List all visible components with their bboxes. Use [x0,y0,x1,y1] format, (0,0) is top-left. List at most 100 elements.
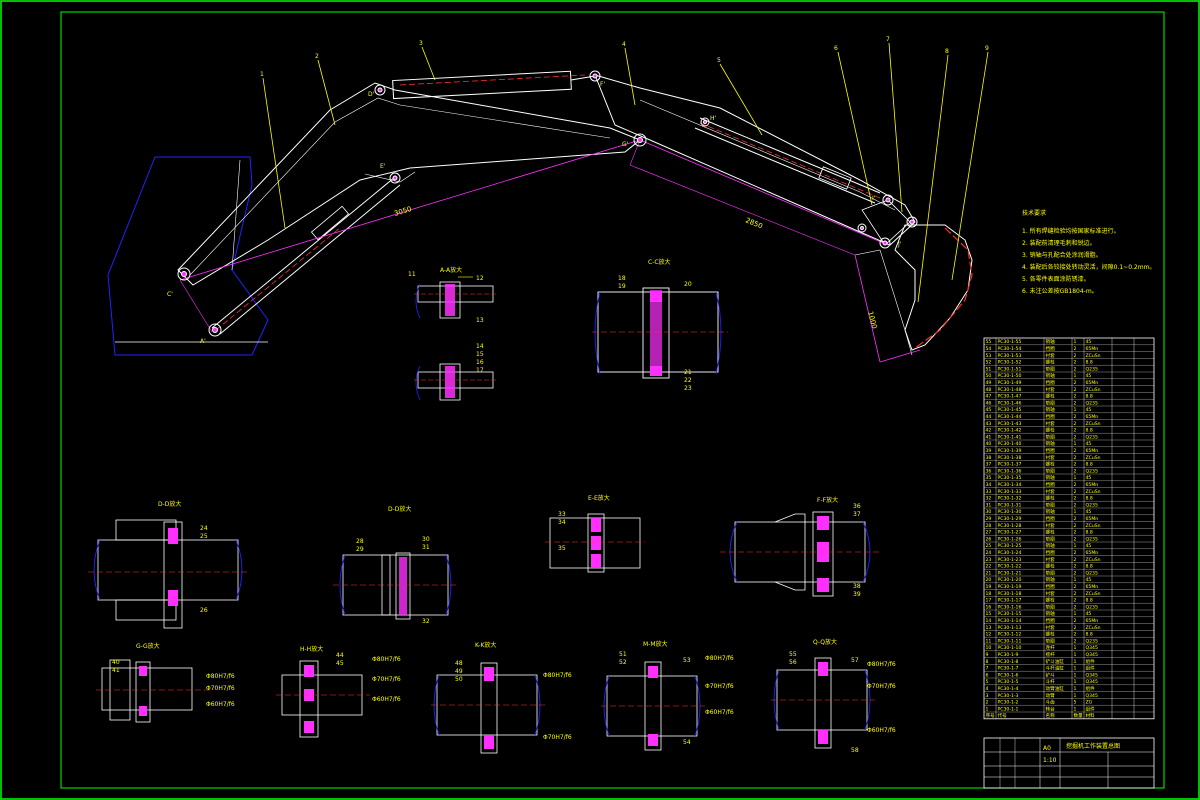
bom-cell: Q235 [1086,638,1098,644]
bom-cell: PC30-1-42 [998,428,1022,434]
bom-cell: 2 [1074,632,1077,638]
bom-cell: 衬套 [1046,420,1056,427]
bom-cell: PC30-1-35 [998,475,1022,481]
bom-cell: 30 [986,509,992,515]
bom-cell: PC30-1-22 [998,564,1022,570]
bom-cell: 2 [1074,564,1077,570]
svg-text:H-H放大: H-H放大 [300,645,323,653]
callout-number: 3 [419,40,423,47]
bom-cell: 垫圈 [1046,501,1056,508]
bom-cell: 45 [1086,475,1092,481]
bom-cell: 螺栓 [1046,631,1056,638]
bom-cell: PC30-1-8 [998,659,1019,665]
bom-cell: 衬套 [1046,590,1056,597]
bom-cell: 49 [986,380,992,386]
svg-text:Φ60H7/f6: Φ60H7/f6 [867,727,896,734]
svg-text:Φ70H7/f6: Φ70H7/f6 [867,683,896,690]
bom-cell: 25 [986,543,992,549]
bom-cell: 2 [1074,366,1077,372]
svg-text:Φ60H7/f6: Φ60H7/f6 [372,696,401,703]
bom-cell: 46 [986,400,992,406]
inner-border [60,11,1165,789]
bom-cell: 43 [986,421,992,427]
bom-cell: 13 [986,625,992,631]
bom-cell: 8.8 [1086,428,1093,434]
callout-number: 1 [260,71,264,78]
bom-cell: PC30-1-25 [998,543,1022,549]
bom-cell: 1 [1074,672,1077,678]
point-label: J' [897,241,902,248]
bom-cell: 37 [986,462,992,468]
svg-text:33: 33 [558,511,566,518]
bom-cell: 挡圈 [1046,447,1056,454]
bom-cell: 51 [986,366,992,372]
bom-cell: 15 [986,611,992,617]
bom-cell: 铲斗 [1046,671,1056,678]
bom-cell: ZCuSn [1086,421,1101,427]
bom-cell: PC30-1-7 [998,666,1019,672]
bom-cell: PC30-1-48 [998,387,1022,393]
svg-text:Φ80H7/f6: Φ80H7/f6 [372,656,401,663]
svg-text:F-F放大: F-F放大 [817,496,838,504]
bom-cell: ZCuSn [1086,387,1101,393]
dim-line-arm [639,139,889,246]
bom-header-cell: 材料 [1086,712,1096,719]
bom-cell: ZCuSn [1086,591,1101,597]
bom-cell: 螺栓 [1046,427,1056,434]
svg-text:26: 26 [200,607,208,614]
bom-header-cell: 代号 [998,712,1008,719]
bom-cell: PC30-1-40 [998,441,1022,447]
bom-cell: PC30-1-45 [998,407,1022,413]
bom-cell: PC30-1-4 [998,686,1019,692]
bom-cell: 65Mn [1086,346,1099,352]
svg-text:Φ80H7/f6: Φ80H7/f6 [867,661,896,668]
excavator-main-view: 3050 2850 1000 C' A' D' E' F' G' H' I' J… [107,36,989,363]
notes-line: 1. 所有焊缝检验均按国家标准进行。 [1022,227,1120,235]
svg-text:Q-Q放大: Q-Q放大 [813,638,837,646]
svg-text:38: 38 [853,583,861,590]
bom-cell: 2 [1074,530,1077,536]
bom-cell: 8.8 [1086,462,1093,468]
svg-text:31: 31 [422,544,430,551]
bom-cell: ZCuSn [1086,557,1101,563]
svg-text:17: 17 [476,367,484,374]
bom-cell: PC30-1-15 [998,611,1022,617]
bom-cell: PC30-1-38 [998,455,1022,461]
bom-cell: PC30-1-17 [998,598,1022,604]
svg-text:Φ80H7/f6: Φ80H7/f6 [705,655,734,662]
svg-text:25: 25 [200,533,208,540]
bom-cell: 31 [986,502,992,508]
bom-cell: 8.8 [1086,360,1093,366]
svg-text:Φ70H7/f6: Φ70H7/f6 [543,734,572,741]
svg-text:37: 37 [853,511,861,518]
point-label: C' [167,291,173,298]
bom-cell: 垫圈 [1046,365,1056,372]
bom-cell: PC30-1-14 [998,618,1022,624]
bom-cell: 65Mn [1086,584,1099,590]
bom-cell: PC30-1-19 [998,584,1022,590]
bom-cell: 连杆 [1046,644,1056,651]
bom-cell: Q235 [1086,604,1098,610]
bom-cell: Q345 [1086,693,1098,699]
turntable-outline [107,156,269,356]
bom-cell: 16 [986,604,992,610]
bom-cell: 销轴 [1046,474,1056,481]
bom-cell: 2 [1074,346,1077,352]
bom-cell: 组件 [1086,705,1096,712]
bom-cell: 38 [986,455,992,461]
section-view-q-q: Q-Q放大 55 56 57 58 Φ80H7/f6 Φ70H7/f6 Φ60H… [771,638,896,754]
section-view-b-b: 14 15 16 17 [414,343,498,401]
bom-cell: 41 [986,434,992,440]
bom-cell: PC30-1-43 [998,421,1022,427]
bom-cell: 27 [986,530,992,536]
bom-cell: 45 [1086,407,1092,413]
callout-number: 2 [315,53,319,60]
bom-cell: 组件 [1086,665,1096,672]
bom-cell: PC30-1-33 [998,489,1022,495]
bom-cell: 45 [1086,611,1092,617]
bom-cell: 销轴 [1046,542,1056,549]
bom-cell: 组件 [1086,658,1096,665]
bom-cell: PC30-1-49 [998,380,1022,386]
bom-header-cell: 数量 [1074,712,1084,719]
